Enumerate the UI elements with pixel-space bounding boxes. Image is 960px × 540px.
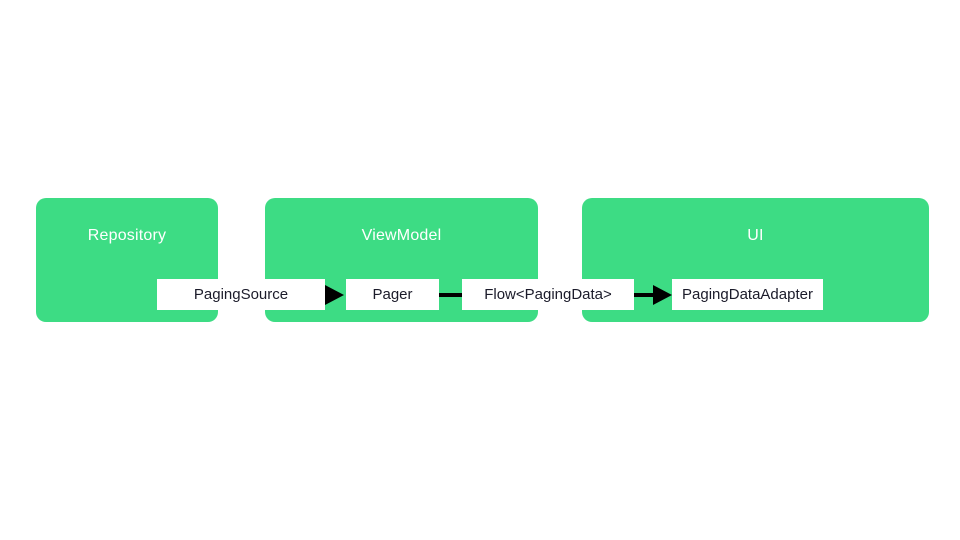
group-repository: Repository	[36, 198, 218, 322]
node-pagingdataadapter: PagingDataAdapter	[672, 279, 823, 310]
arrow-pagingsource-to-pager-icon	[325, 285, 344, 305]
group-viewmodel-title: ViewModel	[361, 227, 442, 244]
node-flow-pagingdata: Flow<PagingData>	[462, 279, 634, 310]
connector-flow-to-adapter	[634, 293, 656, 297]
node-pager: Pager	[346, 279, 439, 310]
group-repository-title: Repository	[87, 227, 167, 244]
node-pagingsource: PagingSource	[157, 279, 325, 310]
group-ui-title: UI	[747, 227, 764, 244]
connector-pager-to-flow	[439, 293, 462, 297]
arrow-flow-to-adapter-icon	[653, 285, 672, 305]
